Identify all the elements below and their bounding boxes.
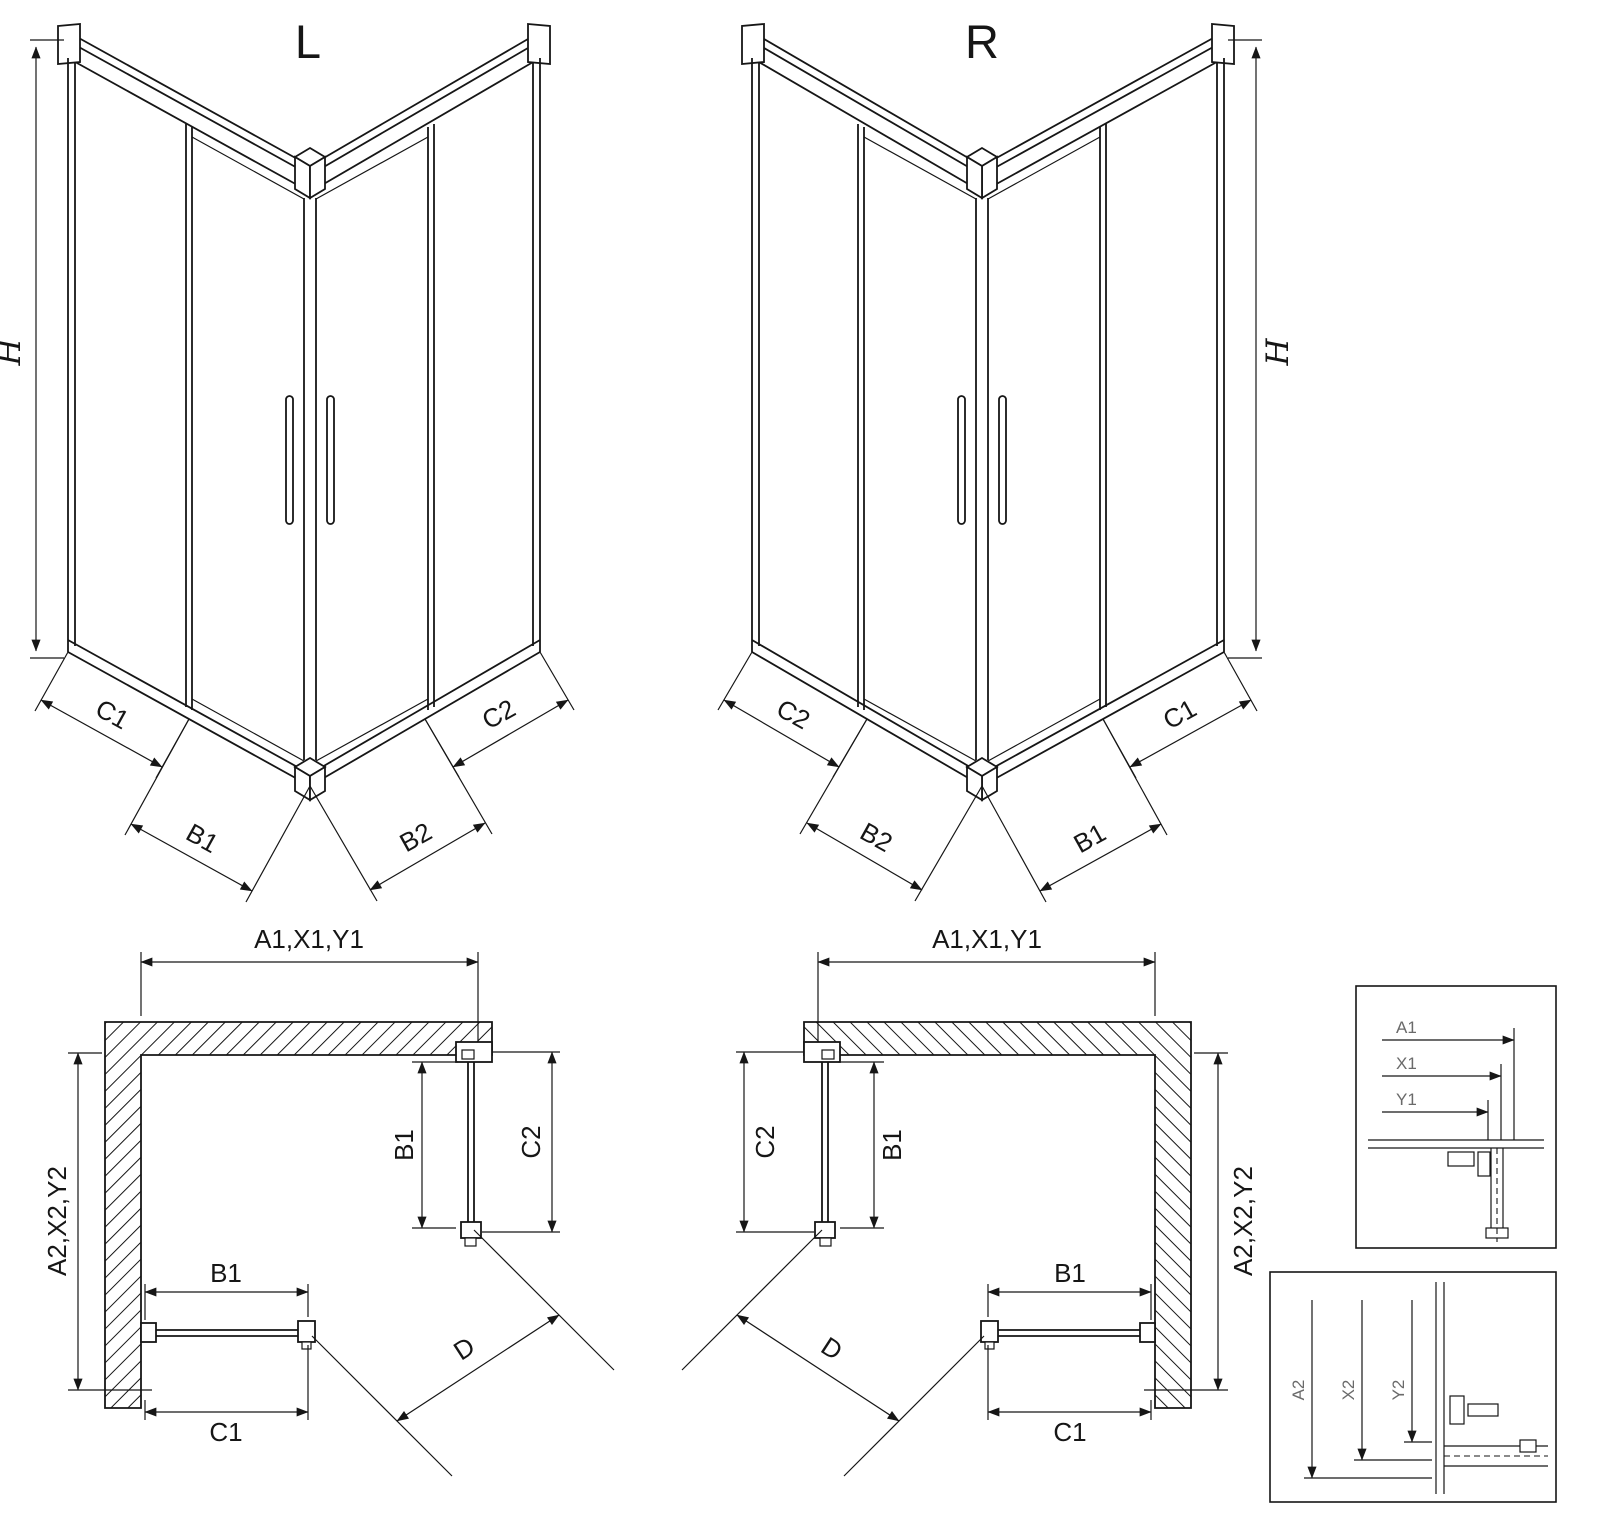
detail-width-border bbox=[1355, 985, 1557, 1249]
plan-right-width-label: A1,X1,Y1 bbox=[932, 924, 1042, 954]
iso-right-inner-right-label: B1 bbox=[1068, 817, 1110, 859]
plan-right-front-door-label: B1 bbox=[1054, 1258, 1086, 1288]
plan-left-depth-label: A2,X2,Y2 bbox=[42, 1166, 72, 1276]
detail-x2-label: X2 bbox=[1339, 1380, 1358, 1401]
iso-left-inner-left-label: B1 bbox=[181, 817, 223, 859]
detail-depth-box: A2 X2 Y2 bbox=[1269, 1271, 1557, 1503]
detail-y2-label: Y2 bbox=[1389, 1380, 1408, 1401]
plan-right-side-door-label: B1 bbox=[877, 1129, 907, 1161]
plan-right-diagonal-label: D bbox=[816, 1331, 848, 1366]
iso-geometry-right bbox=[718, 24, 1262, 902]
plan-left-side-panel-label: C2 bbox=[516, 1125, 546, 1158]
detail-a2-label: A2 bbox=[1289, 1380, 1308, 1401]
plan-right-front-panel-label: C1 bbox=[1053, 1417, 1086, 1447]
iso-right-outer-left-label: C2 bbox=[772, 693, 816, 735]
plan-view-left: A1,X1,Y1 A2,X2,Y2 B1 C2 B1 C1 D bbox=[42, 924, 614, 1476]
detail-depth-profile-section bbox=[1435, 1282, 1548, 1494]
detail-width-box: A1 X1 Y1 bbox=[1355, 985, 1557, 1249]
iso-left-inner-right-label: B2 bbox=[394, 816, 436, 858]
plan-left-side-door-label: B1 bbox=[389, 1129, 419, 1161]
plan-left-front-door-label: B1 bbox=[210, 1258, 242, 1288]
detail-depth-profile-block-a bbox=[1449, 1395, 1465, 1425]
detail-depth-profile-block-c bbox=[1519, 1439, 1537, 1453]
plan-right-depth-label: A2,X2,Y2 bbox=[1228, 1166, 1258, 1276]
detail-depth-border bbox=[1269, 1271, 1557, 1503]
variant-label-left: L bbox=[295, 15, 321, 68]
plan-view-right: A1,X1,Y1 A2,X2,Y2 B1 C2 B1 C1 D bbox=[682, 924, 1258, 1476]
height-label-right: H bbox=[1260, 338, 1296, 367]
plan-right-side-panel-label: C2 bbox=[750, 1125, 780, 1158]
detail-width-profile-block-a bbox=[1447, 1151, 1475, 1167]
height-label-left: H bbox=[0, 338, 28, 367]
iso-view-left: L H C1 B1 B2 C2 bbox=[0, 15, 574, 902]
variant-label-right: R bbox=[965, 15, 999, 68]
detail-x1-label: X1 bbox=[1396, 1054, 1417, 1073]
plan-left-width-label: A1,X1,Y1 bbox=[254, 924, 364, 954]
plan-geometry-left bbox=[68, 952, 614, 1476]
detail-width-profile-section bbox=[1368, 1139, 1544, 1234]
iso-right-inner-left-label: B2 bbox=[855, 816, 897, 858]
detail-a1-label: A1 bbox=[1396, 1018, 1417, 1037]
iso-view-right: R H C2 B2 B1 C1 bbox=[718, 15, 1296, 902]
iso-right-outer-right-label: C1 bbox=[1158, 693, 1202, 735]
iso-left-outer-right-label: C2 bbox=[477, 693, 521, 735]
detail-depth-profile-block-b bbox=[1467, 1403, 1499, 1417]
plan-geometry-right bbox=[682, 952, 1228, 1476]
plan-left-diagonal-label: D bbox=[448, 1331, 480, 1366]
plan-left-front-panel-label: C1 bbox=[209, 1417, 242, 1447]
detail-width-profile-block-b bbox=[1477, 1151, 1491, 1177]
iso-left-outer-left-label: C1 bbox=[91, 693, 135, 735]
iso-geometry-left bbox=[30, 24, 574, 902]
detail-y1-label: Y1 bbox=[1396, 1090, 1417, 1109]
